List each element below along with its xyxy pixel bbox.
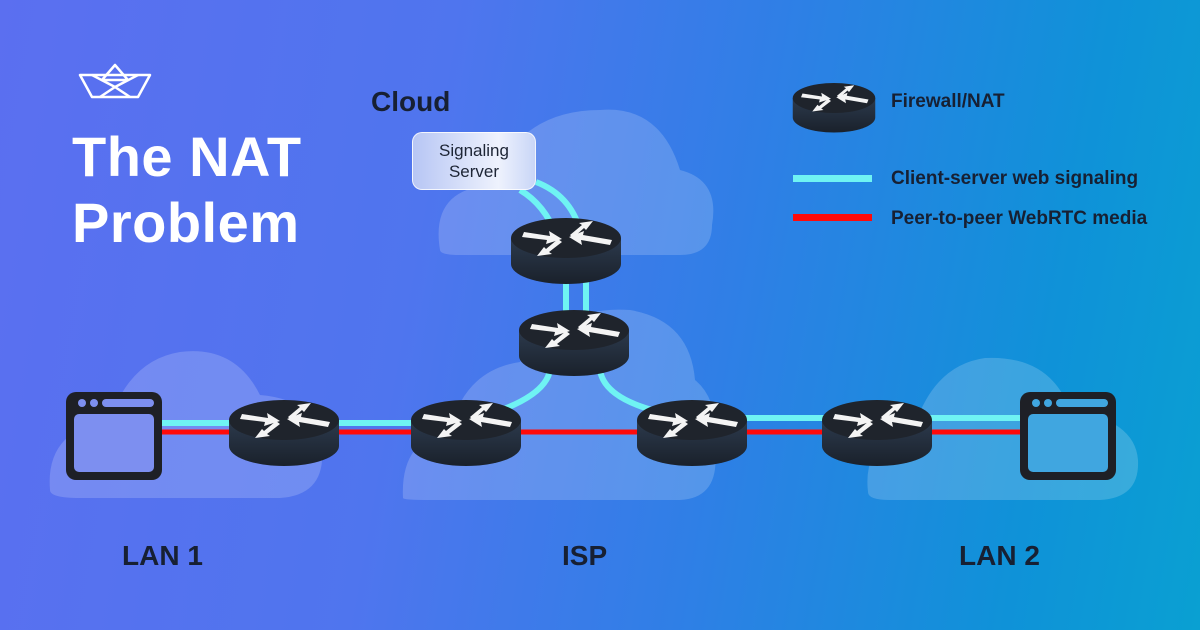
legend-signaling-label: Client-server web signaling bbox=[891, 168, 1139, 189]
router-isp-left bbox=[411, 400, 521, 466]
signaling-server-box: Signaling Server bbox=[412, 132, 536, 190]
legend-firewall-label: Firewall/NAT bbox=[891, 91, 1005, 112]
router-lan1 bbox=[229, 400, 339, 466]
router-isp-right bbox=[637, 400, 747, 466]
router-cloud bbox=[511, 218, 621, 284]
label-lan2: LAN 2 bbox=[959, 540, 1040, 571]
legend-media-swatch bbox=[793, 214, 872, 221]
signaling-server-label-1: Signaling bbox=[439, 141, 509, 160]
legend-media-label: Peer-to-peer WebRTC media bbox=[891, 208, 1148, 229]
title-line-1: The NAT bbox=[72, 125, 302, 188]
page-title: The NAT Problem bbox=[72, 124, 302, 256]
label-cloud: Cloud bbox=[371, 86, 451, 117]
label-isp: ISP bbox=[562, 540, 608, 571]
browser-client-2 bbox=[1020, 392, 1116, 480]
title-line-2: Problem bbox=[72, 191, 300, 254]
router-isp-top bbox=[519, 310, 629, 376]
browser-client-1 bbox=[66, 392, 162, 480]
signaling-server-label-2: Server bbox=[448, 162, 500, 181]
cloud-top bbox=[438, 109, 714, 256]
router-lan2 bbox=[822, 400, 932, 466]
legend-router-icon bbox=[792, 83, 876, 133]
paper-boat-icon bbox=[78, 63, 152, 99]
legend-signaling-swatch bbox=[793, 175, 872, 182]
label-lan1: LAN 1 bbox=[122, 540, 203, 571]
